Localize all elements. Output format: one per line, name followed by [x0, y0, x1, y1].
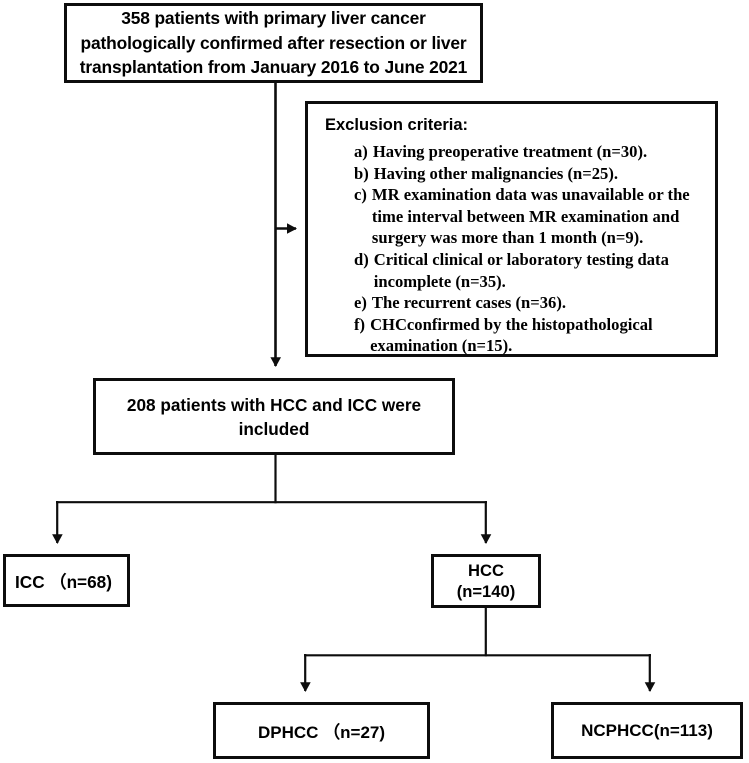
exclusion-criteria-item: d)Critical clinical or laboratory testin… [308, 249, 715, 292]
exclusion-criteria-item: f)CHCconfirmed by the histopathological … [308, 314, 715, 357]
exclusion-item-marker: e) [354, 293, 367, 313]
node-icc: ICC （n=68) [3, 554, 130, 607]
edge-hcc-split [300, 608, 656, 693]
exclusion-criteria-item: e)The recurrent cases (n=36). [308, 292, 715, 314]
node-included: 208 patients with HCC and ICC were inclu… [93, 378, 455, 455]
exclusion-criteria-item: c)MR examination data was unavailable or… [308, 184, 715, 249]
exclusion-criteria-item: a)Having preoperative treatment (n=30). [308, 141, 715, 163]
exclusion-criteria-list: a)Having preoperative treatment (n=30).b… [308, 141, 715, 357]
node-icc-label: ICC （n=68) [15, 572, 112, 592]
exclusion-item-text: Having other malignancies (n=25). [373, 163, 618, 183]
node-dphcc: DPHCC （n=27) [213, 702, 430, 759]
edge-included-split [52, 455, 492, 545]
exclusion-item-text: CHCconfirmed by the histopathological ex… [370, 314, 653, 356]
node-ncphcc: NCPHCC(n=113) [551, 702, 743, 759]
exclusion-item-text: MR examination data was unavailable or t… [371, 185, 690, 248]
node-included-label: 208 patients with HCC and ICC were inclu… [126, 394, 422, 439]
node-hcc: HCC (n=140) [431, 554, 541, 608]
node-dphcc-label: DPHCC （n=27) [257, 723, 386, 742]
exclusion-item-text: Critical clinical or laboratory testing … [373, 249, 669, 291]
node-cohort: 358 patients with primary liver cancer p… [64, 3, 483, 83]
exclusion-item-text: Having preoperative treatment (n=30). [372, 142, 648, 161]
exclusion-item-marker: b) [354, 163, 369, 183]
exclusion-criteria-title: Exclusion criteria: [325, 116, 469, 134]
node-exclusion-criteria: Exclusion criteria: a)Having preoperativ… [305, 101, 718, 357]
exclusion-item-text: The recurrent cases (n=36). [371, 293, 567, 313]
node-cohort-label: 358 patients with primary liver cancer p… [79, 8, 468, 78]
exclusion-item-marker: f) [354, 314, 366, 334]
exclusion-item-marker: d) [354, 249, 369, 269]
node-ncphcc-label: NCPHCC(n=113) [581, 720, 713, 740]
exclusion-item-marker: c) [354, 185, 367, 205]
node-hcc-label: HCC (n=140) [456, 561, 516, 601]
exclusion-item-marker: a) [354, 142, 368, 161]
exclusion-criteria-item: b)Having other malignancies (n=25). [308, 163, 715, 185]
